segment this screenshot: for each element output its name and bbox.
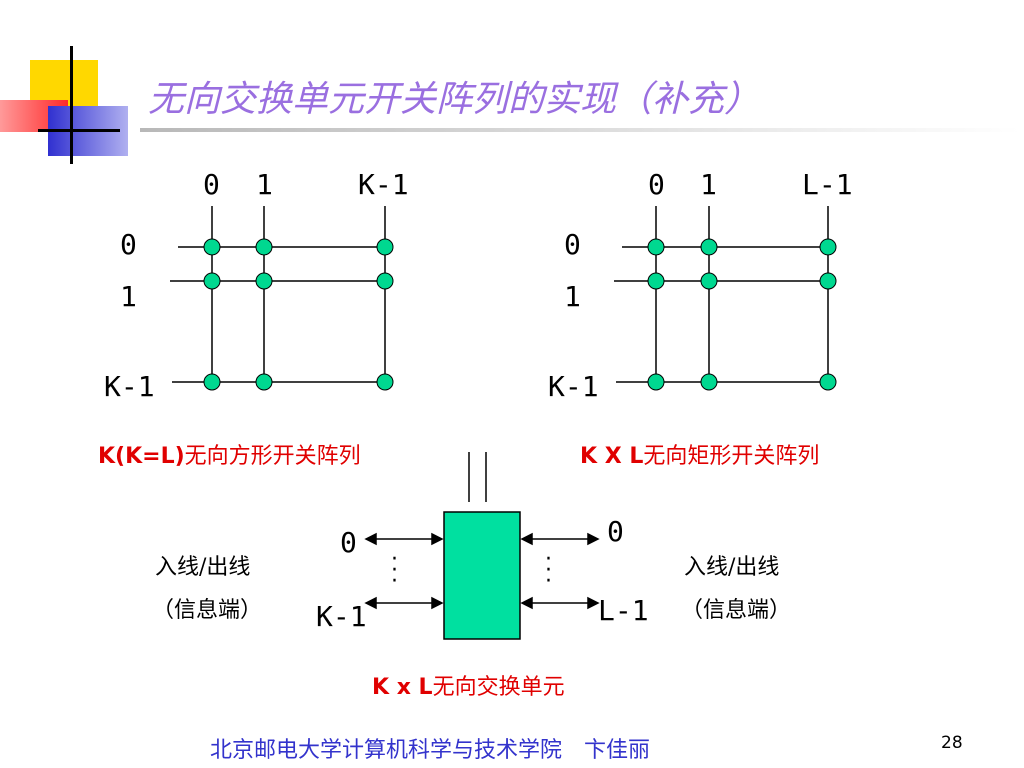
unit-right-bottom-label: L-1 [598, 594, 649, 627]
rc-node-2-0 [647, 373, 665, 391]
unit-right-top-label: 0 [607, 515, 624, 548]
sq-caption-rest: 无向方形开关阵列 [184, 444, 361, 469]
sq-col-label-1: 1 [256, 168, 273, 201]
unit-left-bottom-label: K-1 [316, 600, 367, 633]
left-side-label-1: 入线/出线 [155, 555, 251, 580]
switch-unit-box [443, 511, 521, 640]
sq-caption: K(K=L)无向方形开关阵列 [98, 438, 361, 470]
rc-caption: K X L无向矩形开关阵列 [580, 438, 819, 470]
left-ellipsis: ··· [391, 547, 398, 594]
logo-vline [70, 46, 73, 164]
sq-node-0-0 [203, 238, 221, 256]
sq-col-label-0: 0 [203, 168, 220, 201]
page-title: 无向交换单元开关阵列的实现（补充） [148, 79, 761, 120]
rc-col-label-1: 1 [700, 168, 717, 201]
unit-caption: K x L无向交换单元 [372, 669, 565, 701]
sq-row-label-1: 1 [120, 280, 137, 313]
sq-node-2-1 [255, 373, 273, 391]
unit-left-top-label: 0 [340, 526, 357, 559]
rc-node-1-2 [819, 272, 837, 290]
rc-row-label-0: 0 [564, 228, 581, 261]
rc-row-label-1: 1 [564, 280, 581, 313]
sq-col-label-2: K-1 [358, 168, 409, 201]
rc-row-label-2: K-1 [548, 370, 599, 403]
sq-node-0-2 [376, 238, 394, 256]
rc-caption-bold: K X L [580, 444, 644, 469]
right-side-label-2: （信息端） [681, 598, 792, 623]
page-number: 28 [941, 733, 963, 753]
title-underline [140, 128, 1020, 132]
rc-node-2-2 [819, 373, 837, 391]
rc-node-0-0 [647, 238, 665, 256]
sq-node-1-2 [376, 272, 394, 290]
sq-node-2-2 [376, 373, 394, 391]
rc-node-2-1 [700, 373, 718, 391]
right-ellipsis: ··· [545, 547, 552, 594]
rc-node-1-0 [647, 272, 665, 290]
sq-node-2-0 [203, 373, 221, 391]
right-side-label-1: 入线/出线 [684, 555, 780, 580]
rc-node-1-1 [700, 272, 718, 290]
sq-node-0-1 [255, 238, 273, 256]
sq-row-label-0: 0 [120, 228, 137, 261]
unit-caption-rest: 无向交换单元 [432, 675, 565, 700]
sq-node-1-0 [203, 272, 221, 290]
sq-caption-bold: K(K=L) [98, 444, 185, 469]
rc-col-label-0: 0 [648, 168, 665, 201]
rc-node-0-1 [700, 238, 718, 256]
rc-node-0-2 [819, 238, 837, 256]
logo-hline [38, 129, 120, 132]
unit-caption-bold: K x L [372, 675, 433, 700]
sq-row-label-2: K-1 [104, 370, 155, 403]
rc-caption-rest: 无向矩形开关阵列 [643, 444, 820, 469]
sq-node-1-1 [255, 272, 273, 290]
left-side-label-2: （信息端） [152, 598, 263, 623]
rc-col-label-2: L-1 [802, 168, 853, 201]
footer-text: 北京邮电大学计算机科学与技术学院 卞佳丽 [210, 738, 651, 763]
